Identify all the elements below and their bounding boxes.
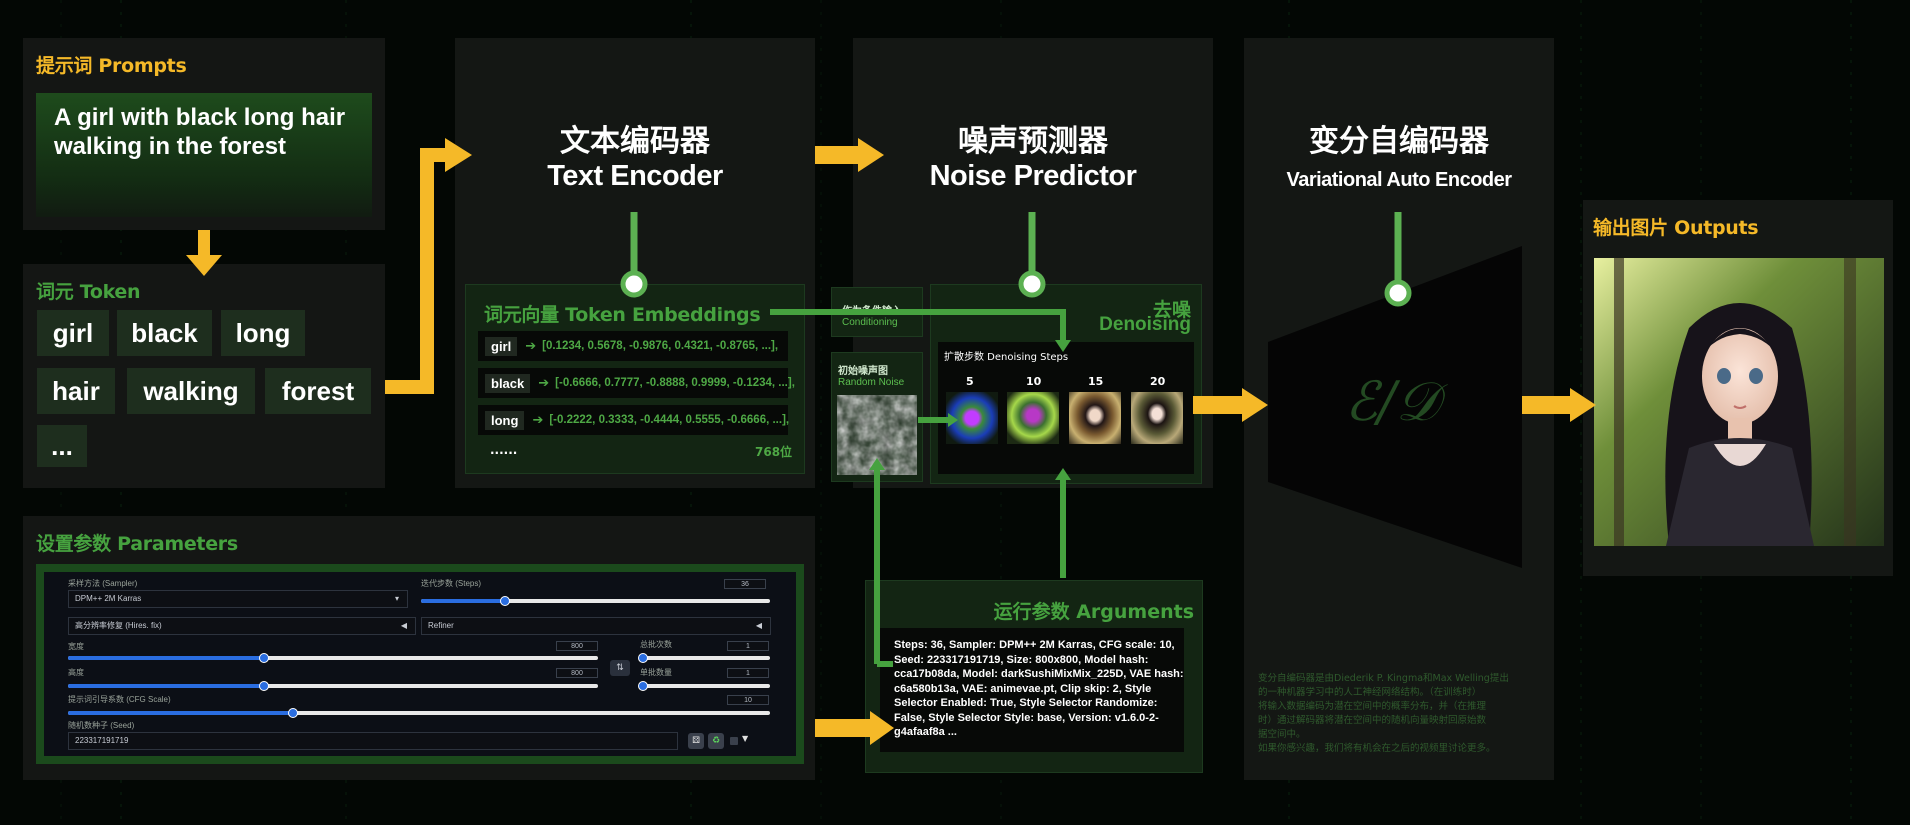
right-arrow [385,138,472,394]
down-arrow [186,230,222,276]
right-arrow [815,711,894,745]
right-arrow [1193,388,1268,422]
right-arrow [1522,388,1596,422]
right-arrow [815,138,884,172]
